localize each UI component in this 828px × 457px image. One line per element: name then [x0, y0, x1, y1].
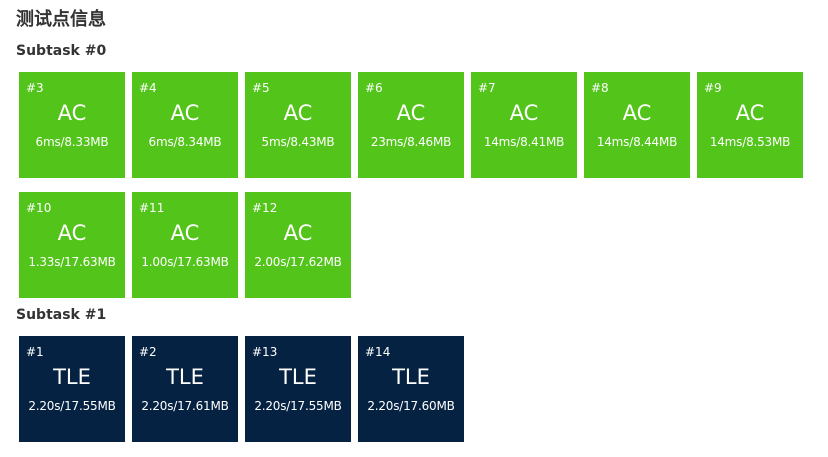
testcase-card[interactable]: #4 AC 6ms/8.34MB	[132, 72, 238, 178]
testcase-id: #2	[139, 345, 157, 359]
testcase-card[interactable]: #10 AC 1.33s/17.63MB	[19, 192, 125, 298]
testcase-stats: 14ms/8.53MB	[709, 135, 791, 149]
testcase-status: AC	[283, 101, 313, 125]
testcase-status: AC	[57, 101, 87, 125]
testcase-id: #1	[26, 345, 44, 359]
testcase-stats: 1.33s/17.63MB	[28, 255, 116, 269]
testcase-id: #10	[26, 201, 52, 215]
subtask-0-title: Subtask #0	[16, 43, 107, 59]
testcase-card[interactable]: #2 TLE 2.20s/17.61MB	[132, 336, 238, 442]
testcase-card[interactable]: #8 AC 14ms/8.44MB	[584, 72, 690, 178]
testcase-stats: 2.00s/17.62MB	[254, 255, 342, 269]
testcase-status: AC	[170, 101, 200, 125]
testcase-stats: 6ms/8.33MB	[35, 135, 109, 149]
testcase-status: AC	[170, 221, 200, 245]
testcase-status: TLE	[392, 365, 430, 389]
testcase-stats: 2.20s/17.61MB	[141, 399, 229, 413]
testcase-stats: 2.20s/17.60MB	[367, 399, 455, 413]
testcase-card[interactable]: #13 TLE 2.20s/17.55MB	[245, 336, 351, 442]
testcase-id: #8	[591, 81, 609, 95]
testcase-card[interactable]: #6 AC 23ms/8.46MB	[358, 72, 464, 178]
testcase-id: #9	[704, 81, 722, 95]
testcase-stats: 6ms/8.34MB	[148, 135, 222, 149]
testcase-stats: 5ms/8.43MB	[261, 135, 335, 149]
testcase-status: AC	[283, 221, 313, 245]
testcase-id: #13	[252, 345, 278, 359]
testcase-card[interactable]: #12 AC 2.00s/17.62MB	[245, 192, 351, 298]
testcase-id: #6	[365, 81, 383, 95]
testcase-card[interactable]: #11 AC 1.00s/17.63MB	[132, 192, 238, 298]
testcase-stats: 14ms/8.41MB	[483, 135, 565, 149]
testcase-card[interactable]: #1 TLE 2.20s/17.55MB	[19, 336, 125, 442]
testcase-id: #7	[478, 81, 496, 95]
testcase-card[interactable]: #5 AC 5ms/8.43MB	[245, 72, 351, 178]
testcase-status: AC	[622, 101, 652, 125]
testcase-status: AC	[57, 221, 87, 245]
testcase-stats: 1.00s/17.63MB	[141, 255, 229, 269]
testcase-stats: 23ms/8.46MB	[370, 135, 452, 149]
testcase-stats: 2.20s/17.55MB	[28, 399, 116, 413]
testcase-id: #12	[252, 201, 278, 215]
testcase-stats: 14ms/8.44MB	[596, 135, 678, 149]
testcase-id: #5	[252, 81, 270, 95]
testcase-status: AC	[735, 101, 765, 125]
testcase-status: TLE	[279, 365, 317, 389]
page-title: 测试点信息	[16, 9, 106, 30]
testcase-card[interactable]: #14 TLE 2.20s/17.60MB	[358, 336, 464, 442]
testcase-status: TLE	[53, 365, 91, 389]
subtask-0-grid: #3 AC 6ms/8.33MB #4 AC 6ms/8.34MB #5 AC …	[19, 72, 819, 298]
testcase-status: AC	[509, 101, 539, 125]
subtask-1-grid: #1 TLE 2.20s/17.55MB #2 TLE 2.20s/17.61M…	[19, 336, 819, 442]
testcase-id: #14	[365, 345, 391, 359]
testcase-card[interactable]: #7 AC 14ms/8.41MB	[471, 72, 577, 178]
testcase-stats: 2.20s/17.55MB	[254, 399, 342, 413]
subtask-1-title: Subtask #1	[16, 307, 107, 323]
testcase-card[interactable]: #3 AC 6ms/8.33MB	[19, 72, 125, 178]
testcase-status: AC	[396, 101, 426, 125]
testcase-id: #3	[26, 81, 44, 95]
testcase-status: TLE	[166, 365, 204, 389]
testcase-card[interactable]: #9 AC 14ms/8.53MB	[697, 72, 803, 178]
testcase-id: #11	[139, 201, 165, 215]
testcase-id: #4	[139, 81, 157, 95]
